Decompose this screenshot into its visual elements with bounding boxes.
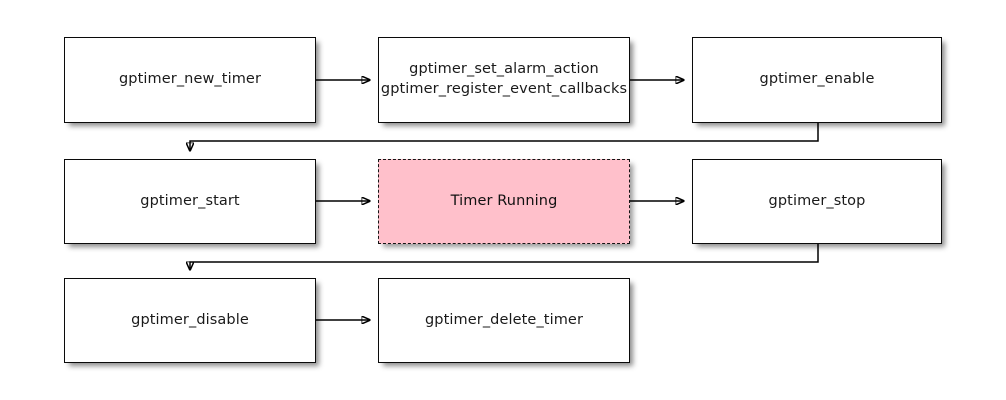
node-gptimer-set-alarm-action[interactable]: gptimer_set_alarm_action gptimer_registe…	[378, 37, 630, 123]
node-label: gptimer_delete_timer	[424, 311, 584, 328]
node-label: gptimer_enable	[759, 71, 875, 88]
node-gptimer-disable[interactable]: gptimer_disable	[64, 278, 316, 363]
node-gptimer-stop[interactable]: gptimer_stop	[692, 159, 942, 244]
node-gptimer-new-timer[interactable]: gptimer_new_timer	[64, 37, 316, 123]
node-gptimer-start[interactable]: gptimer_start	[64, 159, 316, 244]
node-label: gptimer_set_alarm_action gptimer_registe…	[380, 61, 628, 97]
node-label: gptimer_new_timer	[118, 71, 262, 88]
node-gptimer-enable[interactable]: gptimer_enable	[692, 37, 942, 123]
node-label: gptimer_start	[140, 192, 240, 209]
node-gptimer-delete-timer[interactable]: gptimer_delete_timer	[378, 278, 630, 363]
edge-stop-to-disable	[190, 244, 819, 270]
node-timer-running[interactable]: Timer Running	[378, 159, 630, 244]
edge-enable-to-start	[190, 123, 819, 151]
node-label: gptimer_stop	[768, 192, 866, 209]
node-label: gptimer_disable	[131, 311, 249, 328]
node-label: Timer Running	[450, 192, 558, 209]
